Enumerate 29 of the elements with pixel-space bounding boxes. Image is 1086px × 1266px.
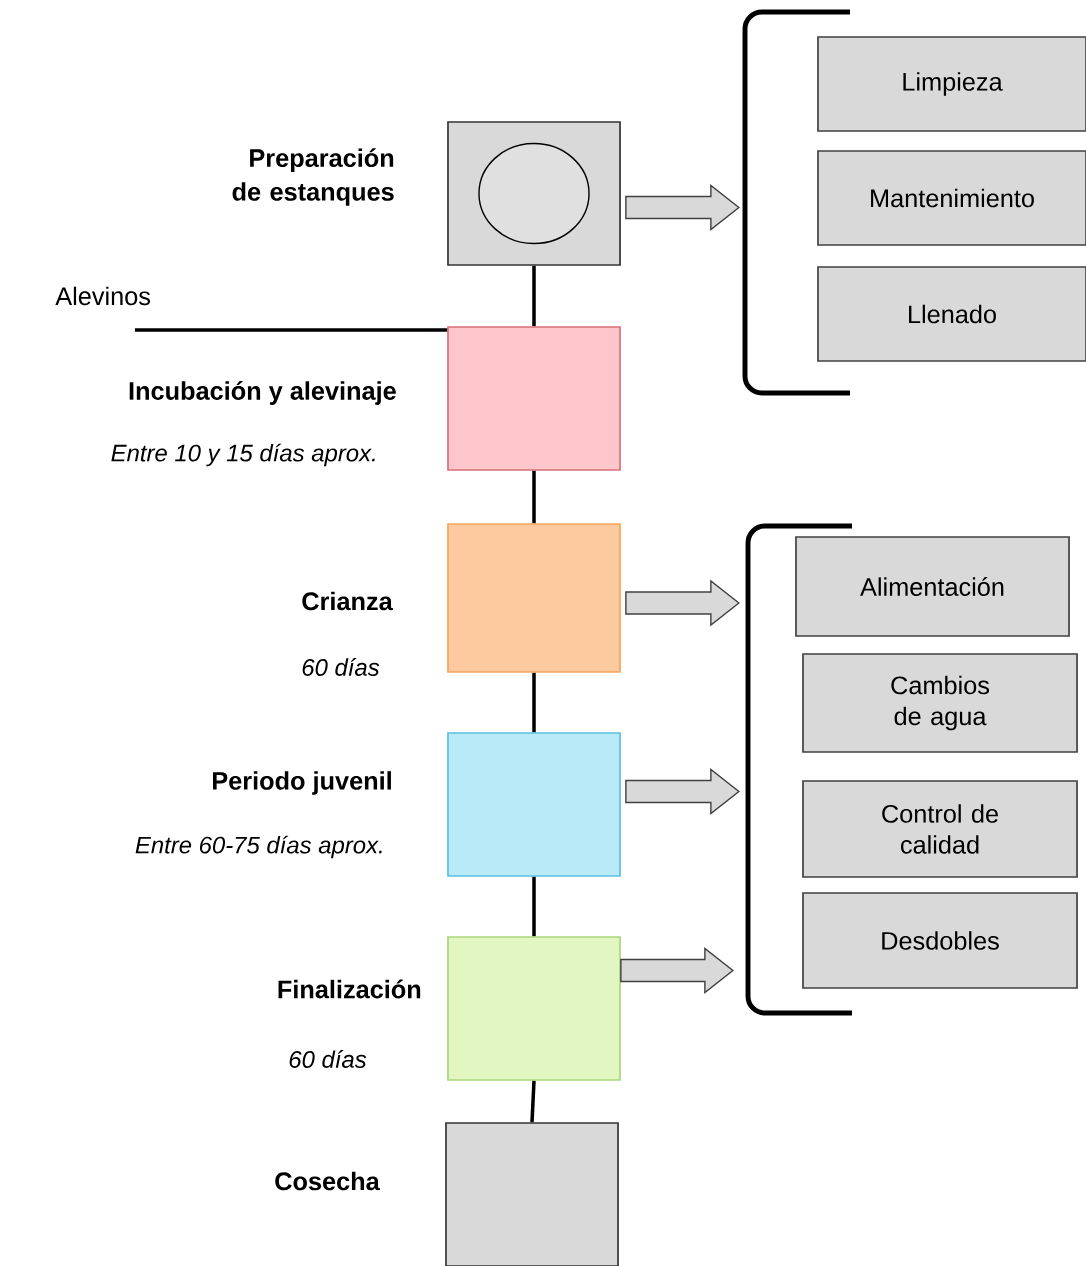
connector-line	[532, 876, 536, 937]
task-box: Mantenimiento	[817, 150, 1086, 246]
duration-label: Entre 10 y 15 días aprox.	[111, 443, 375, 467]
connector-line	[135, 328, 448, 332]
task-box: Alimentación	[795, 536, 1070, 637]
duration-label: 60 días	[289, 1050, 367, 1068]
circle-symbol	[478, 142, 590, 245]
stage-label: Incubación y alevinaje	[129, 381, 396, 405]
stage-label: Cosecha	[275, 1171, 380, 1191]
block-arrow	[620, 947, 734, 994]
task-box: Control de calidad	[802, 780, 1078, 878]
block-arrow	[625, 579, 740, 627]
connector-line	[532, 265, 536, 327]
task-box: Limpieza	[817, 36, 1086, 132]
stage-label: Periodo juvenil	[213, 771, 391, 795]
connector-line	[532, 672, 536, 733]
stage-label: Finalización	[278, 979, 421, 999]
task-box: Cambios de agua	[802, 653, 1078, 753]
input-label: Alevinos	[55, 286, 151, 306]
connector-line	[530, 1080, 536, 1123]
task-box: Llenado	[817, 266, 1086, 362]
block-arrow	[625, 768, 740, 815]
connector-line	[532, 470, 536, 524]
task-box: Desdobles	[802, 892, 1078, 989]
stage-label: Preparación de estanques	[232, 148, 394, 206]
block-arrow	[625, 184, 740, 231]
duration-label: 60 días	[302, 658, 380, 676]
duration-label: Entre 60-75 días aprox.	[135, 835, 382, 859]
stage-label: Crianza	[302, 591, 393, 611]
